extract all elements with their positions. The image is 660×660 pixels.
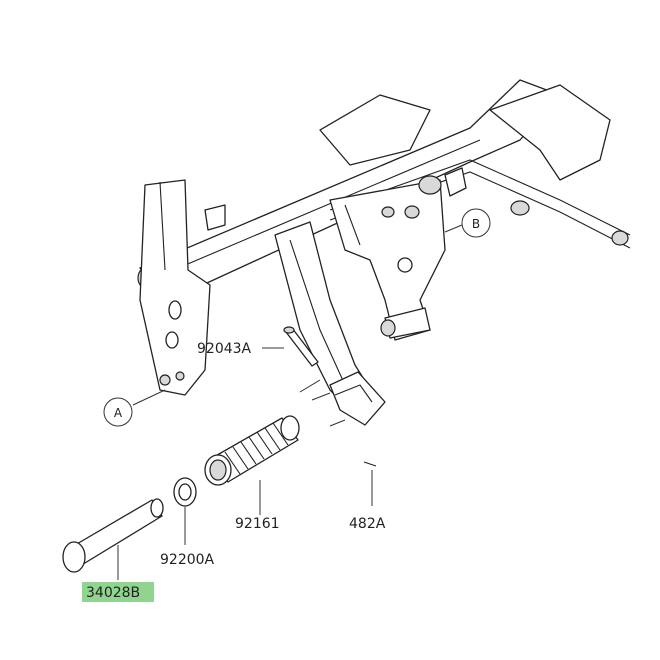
label-92200A: 92200A bbox=[160, 552, 215, 568]
cotter-pin-482A bbox=[363, 461, 377, 467]
washer-92200A bbox=[173, 477, 197, 507]
label-92161: 92161 bbox=[235, 516, 280, 532]
frame-left-plate bbox=[139, 179, 226, 396]
highlight-box bbox=[82, 582, 154, 602]
callout-B: B bbox=[461, 208, 491, 238]
label-34028B-highlighted: 34028B bbox=[82, 582, 154, 602]
label-34028B: 34028B bbox=[86, 585, 140, 601]
footrest-rubber-92161 bbox=[204, 415, 300, 486]
label-92043A: 92043A bbox=[197, 341, 252, 357]
label-482A: 482A bbox=[349, 516, 386, 532]
callout-A: A bbox=[103, 397, 133, 427]
footrest-bracket bbox=[274, 221, 386, 426]
callout-A-label: A bbox=[114, 406, 123, 420]
footrest-peg-34028B bbox=[62, 498, 164, 573]
leader-lines bbox=[117, 224, 463, 580]
pin-92043A bbox=[283, 326, 319, 367]
frame-right-bracket bbox=[329, 167, 467, 341]
callout-B-label: B bbox=[472, 217, 480, 231]
